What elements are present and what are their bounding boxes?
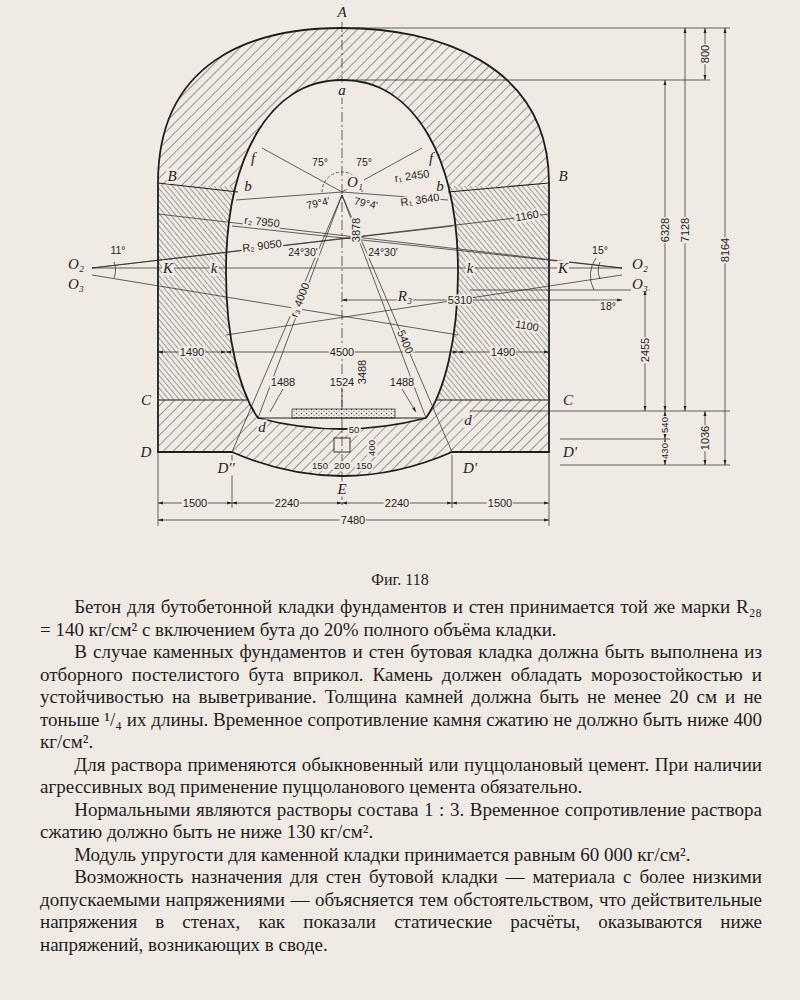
body-paragraph: Бетон для бутобетонной кладки фундаменто… <box>40 596 762 641</box>
body-paragraph: В случае каменных фундаментов и стен бут… <box>40 641 762 754</box>
lining-hatching <box>158 28 549 476</box>
point-letter: A <box>336 5 347 20</box>
body-paragraph: Модуль упругости для каменной кладки при… <box>40 844 762 867</box>
dimension-label: 800 <box>700 44 711 64</box>
dimension-label: 1490 <box>490 347 516 358</box>
dimension-label: 430 <box>660 442 670 460</box>
body-paragraph: Возможность назначения для стен бутовой … <box>40 866 762 956</box>
angle-label: 15° <box>591 245 609 256</box>
dimension-label: 2240 <box>384 498 410 509</box>
point-letter: E <box>336 482 347 497</box>
point-letter: O₂ <box>631 257 649 272</box>
dimension-label: 5310 <box>447 295 473 306</box>
dimension-label: 3488 <box>357 359 368 385</box>
dimension-label: 7480 <box>340 515 366 526</box>
dimension-label: 50 <box>348 425 361 435</box>
angle-label: 75° <box>355 157 373 168</box>
dimension-label: 1160 <box>513 208 540 223</box>
point-letter: R₃ <box>397 289 413 304</box>
point-letter: D'' <box>216 461 235 476</box>
point-letter: k <box>210 261 219 276</box>
point-letter: D' <box>462 461 478 476</box>
point-letter: d <box>463 413 473 428</box>
dimension-label: 150 <box>355 461 373 471</box>
dimension-label: 5400 <box>395 328 415 357</box>
dimension-label: 8164 <box>720 237 731 263</box>
body-paragraph: Нормальными являются растворы состава 1 … <box>40 799 762 844</box>
dimension-label: 1524 <box>329 377 355 388</box>
point-letter: f <box>250 151 256 166</box>
dimension-label: r₃ 4000 <box>288 280 312 319</box>
angle-label: 24°30' <box>367 247 399 258</box>
lining-outline <box>158 28 549 476</box>
dimension-label: r₂ 7950 <box>243 215 281 230</box>
dimension-label: 1500 <box>487 498 513 509</box>
point-letter: B <box>557 169 568 184</box>
angle-label: 24°30' <box>287 247 319 258</box>
dimension-label: R₂ 9050 <box>241 238 284 254</box>
figure-labels: Aa 800 7128 8164 6328 75° 75° f fO₁ r₁ 2450 79°4' 7… <box>0 0 800 560</box>
dimension-label: 400 <box>367 439 377 457</box>
point-letter: O₃ <box>67 277 85 292</box>
point-letter: O₃ <box>631 277 649 292</box>
dimension-label: 1500 <box>182 498 208 509</box>
dimension-label: 4500 <box>329 347 355 358</box>
point-letter: O₁ <box>346 175 364 190</box>
angle-label: 11° <box>109 245 126 256</box>
dimension-label: 1488 <box>270 377 296 388</box>
dimension-label: 6328 <box>660 217 671 243</box>
point-letter: k <box>466 261 475 276</box>
dimension-lines <box>158 28 730 526</box>
body-text: Бетон для бутобетонной кладки фундаменто… <box>40 596 762 956</box>
point-letter: d <box>257 420 267 435</box>
dimension-label: 1490 <box>179 347 205 358</box>
point-letter: O₂ <box>67 257 85 272</box>
dimension-label: 1036 <box>700 425 711 451</box>
dimension-label: R₁ 3640 <box>399 192 441 209</box>
point-letter: D <box>140 445 153 460</box>
dimension-label: 3878 <box>351 217 362 243</box>
point-letter: a <box>337 83 347 98</box>
point-letter: B <box>166 169 177 184</box>
dimension-label: 200 <box>333 461 351 471</box>
point-letter: D' <box>562 445 578 460</box>
angle-label: 75° <box>311 157 329 168</box>
point-letter: C <box>140 393 152 408</box>
dimension-label: 540 <box>660 416 670 434</box>
body-paragraph: Для раствора применяются обыкновенный ил… <box>40 754 762 799</box>
dimension-label: 2455 <box>640 337 651 363</box>
point-letter: C <box>562 393 574 408</box>
dimension-label: 2240 <box>274 498 300 509</box>
construction-lines <box>92 4 622 506</box>
dimension-label: r₁ 2450 <box>393 168 431 184</box>
angle-label: 79°4' <box>352 195 379 211</box>
dimension-label: 1100 <box>513 318 540 333</box>
point-letter: K <box>162 261 174 276</box>
point-letter: K <box>557 261 569 276</box>
point-letter: b <box>435 179 445 194</box>
dimension-label: 1488 <box>389 377 415 388</box>
dimension-label: 150 <box>311 461 329 471</box>
figure-caption: Фиг. 118 <box>0 570 800 589</box>
point-letter: f <box>428 151 434 166</box>
angle-label: 18° <box>599 301 617 312</box>
dimension-label: 7128 <box>680 217 691 243</box>
point-letter: b <box>243 179 253 194</box>
angle-label: 79°4' <box>304 195 331 211</box>
